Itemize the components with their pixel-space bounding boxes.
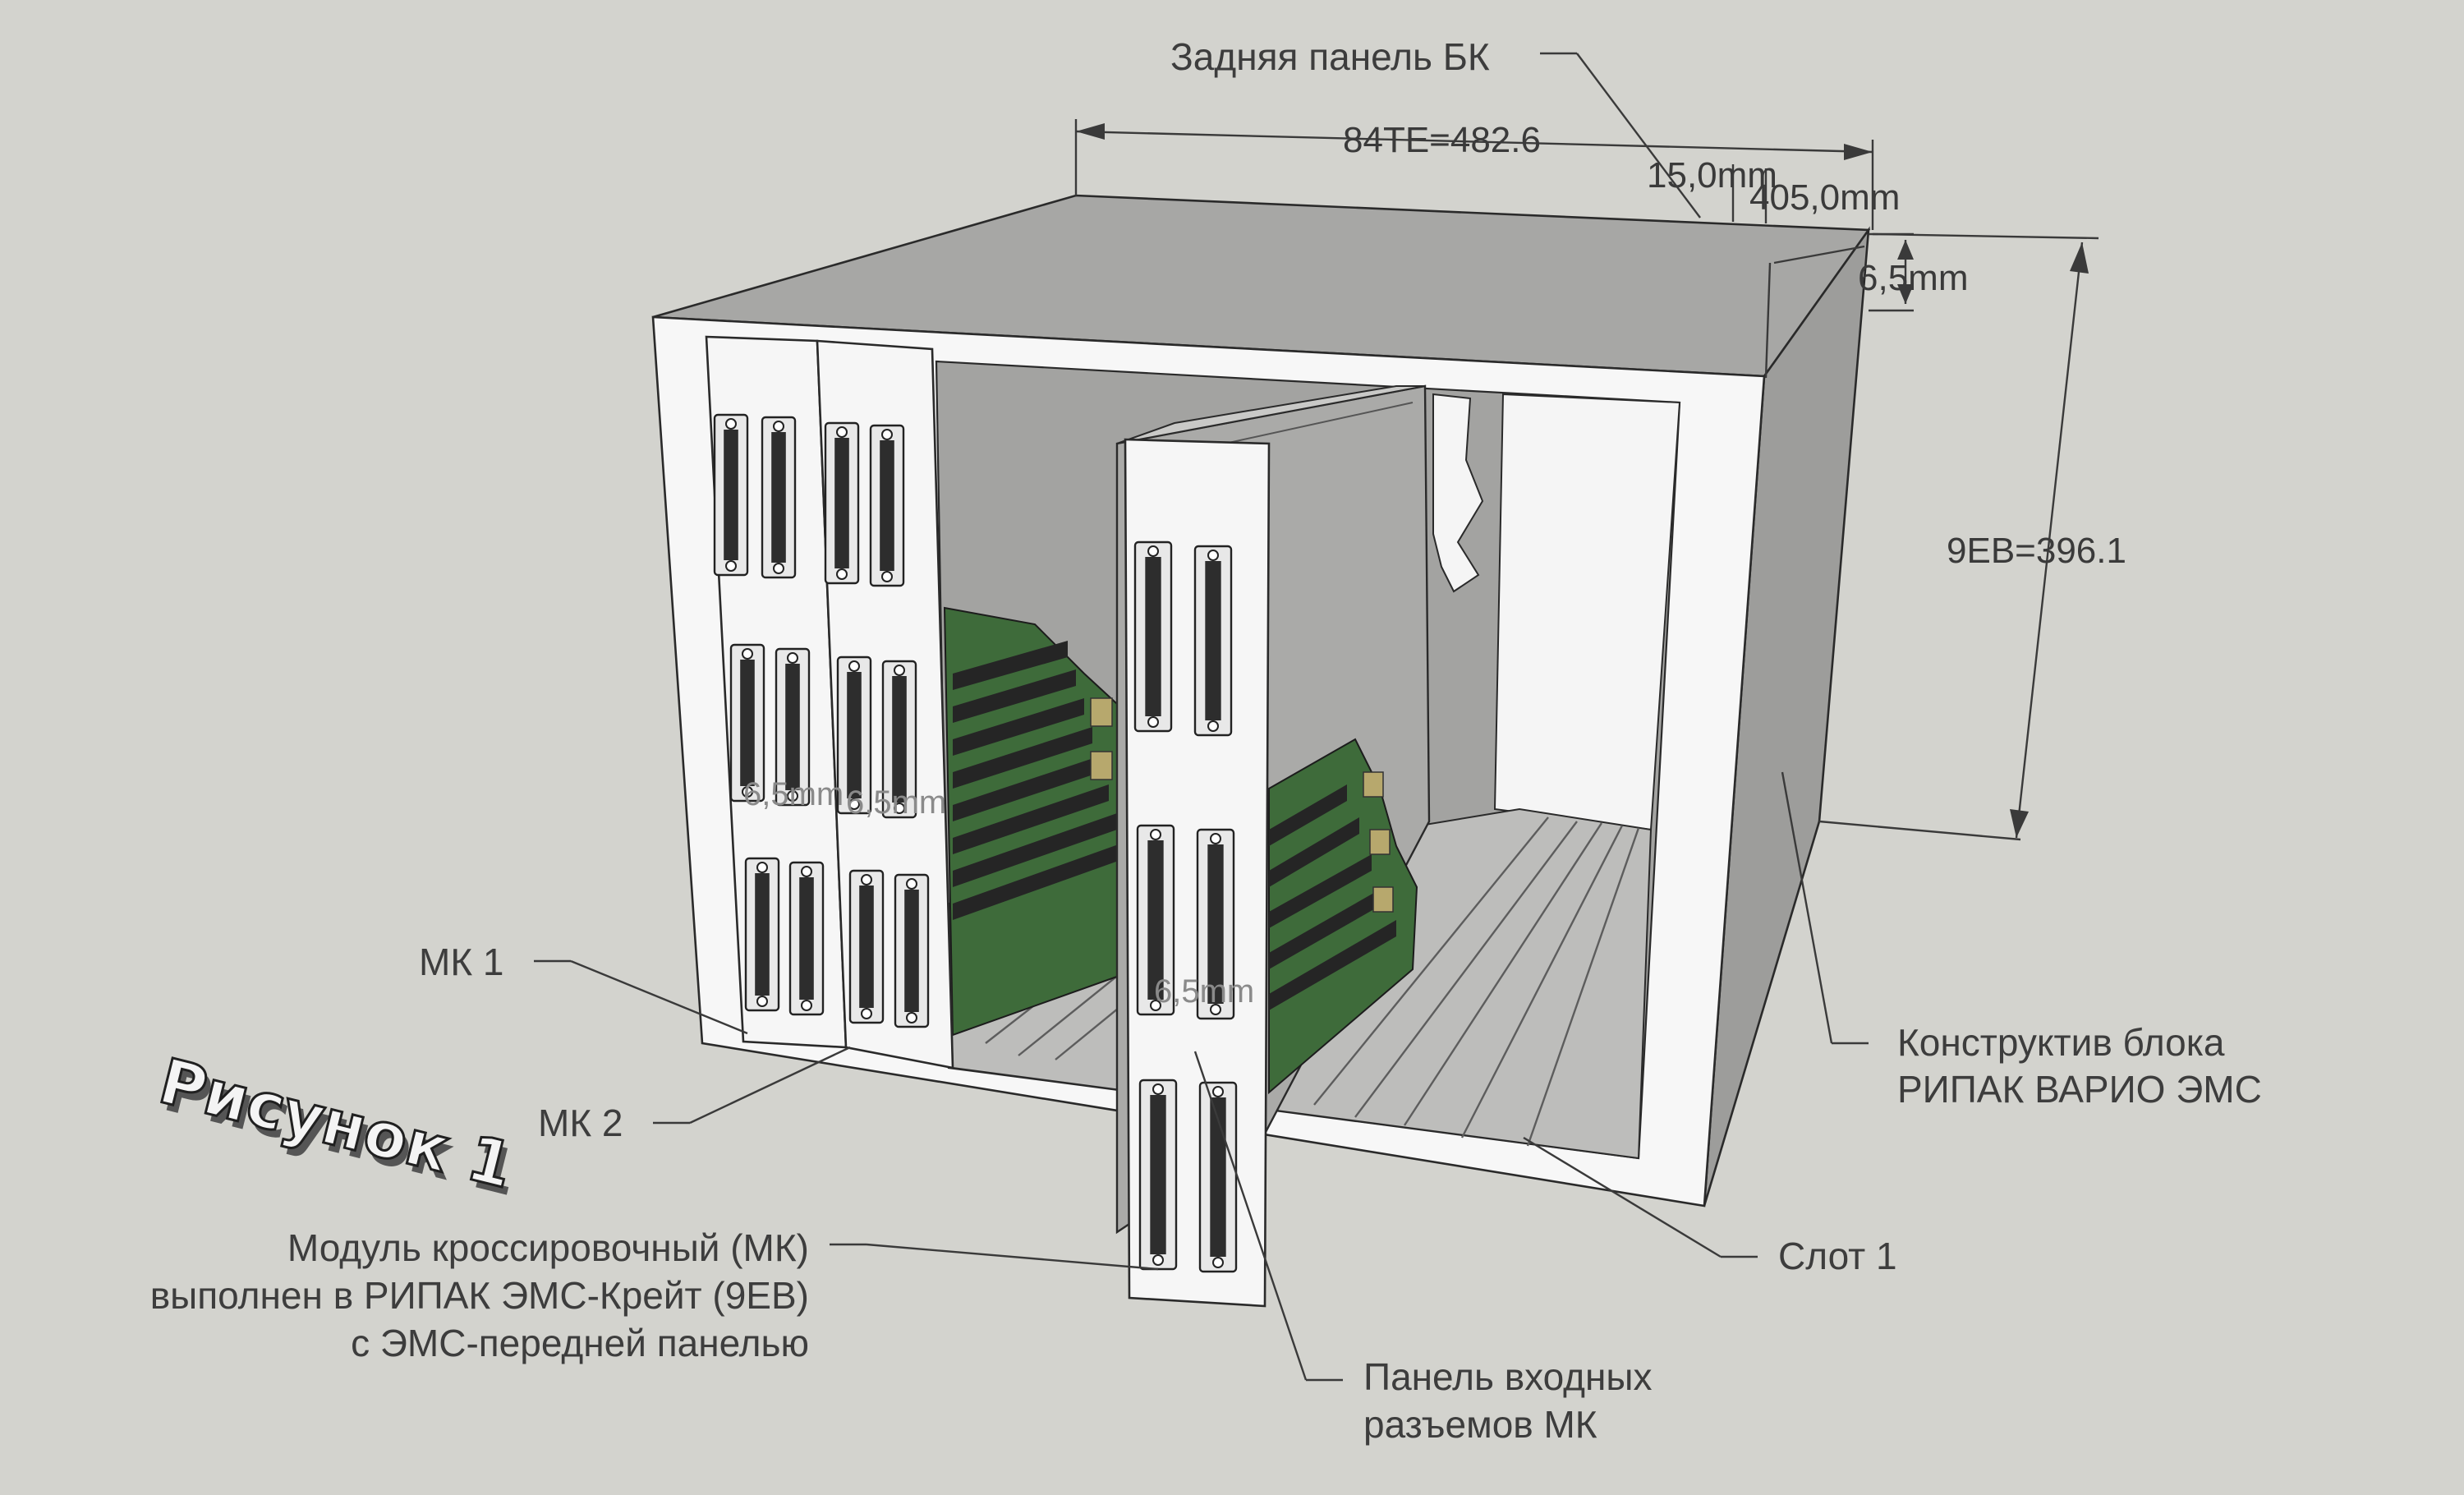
label-back-panel: Задняя панель БК — [1170, 35, 1490, 78]
d-sub-connector — [1138, 1079, 1178, 1271]
d-sub-connector — [894, 873, 930, 1028]
ghost-dim-left: 6,5mm — [743, 776, 844, 812]
d-sub-connector — [744, 857, 780, 1012]
mk-panel-connectors — [713, 413, 930, 1028]
label-construct-line1: Конструктив блока — [1897, 1021, 2225, 1064]
label-module-line1: Модуль кроссировочный (МК) — [287, 1226, 809, 1269]
label-input-panel-line2: разъемов МК — [1363, 1403, 1597, 1446]
d-sub-connector — [824, 421, 860, 585]
d-sub-connector — [881, 660, 917, 819]
d-sub-connector — [1133, 540, 1173, 733]
ghost-dim-mid: 6,5mm — [846, 784, 946, 821]
module-pcb — [1268, 738, 1418, 1095]
label-mk1: МК 1 — [419, 941, 503, 983]
label-dim-15mm: 15,0mm — [1647, 155, 1777, 196]
label-dim-6-5mm: 6,5mm — [1858, 258, 1968, 298]
d-sub-connector — [1136, 824, 1175, 1016]
figure-caption: Рисунок 1 Рисунок 1 — [151, 1043, 525, 1211]
crate-inner-wall — [1493, 393, 1681, 831]
d-sub-connector — [869, 424, 905, 587]
input-panel-connectors — [1133, 540, 1238, 1273]
dimension-lines — [1074, 119, 2099, 841]
d-sub-connector — [848, 869, 885, 1024]
label-width-dimension: 84TE=482.6 — [1343, 120, 1541, 160]
leader-lines — [534, 52, 1869, 1382]
label-height-dimension: 9EB=396.1 — [1947, 531, 2126, 571]
label-depth-dimension: 405,0mm — [1749, 177, 1900, 218]
d-sub-connector — [775, 647, 811, 807]
label-input-panel-line1: Панель входных — [1363, 1355, 1653, 1398]
torn-cutaway — [1432, 393, 1484, 593]
d-sub-connector — [729, 643, 765, 803]
label-module-line2: выполнен в РИПАК ЭМС-Крейт (9ЕВ) — [150, 1274, 809, 1317]
figure-caption-text: Рисунок 1 — [153, 1044, 521, 1203]
d-sub-connector — [1196, 828, 1235, 1020]
d-sub-connector — [713, 413, 749, 577]
d-sub-connector — [836, 656, 872, 815]
label-module-line3: с ЭМС-передней панелью — [351, 1322, 809, 1364]
d-sub-connector — [761, 416, 797, 579]
d-sub-connector — [1198, 1081, 1238, 1273]
label-mk2: МК 2 — [538, 1102, 623, 1144]
d-sub-connector — [1193, 545, 1233, 737]
d-sub-connector — [788, 861, 825, 1016]
backplane-pcb-left — [943, 606, 1138, 1037]
label-construct-line2: РИПАК ВАРИО ЭМС — [1897, 1068, 2262, 1111]
ghost-dim-front: 6,5mm — [1154, 973, 1254, 1010]
label-slot1: Слот 1 — [1778, 1235, 1897, 1277]
